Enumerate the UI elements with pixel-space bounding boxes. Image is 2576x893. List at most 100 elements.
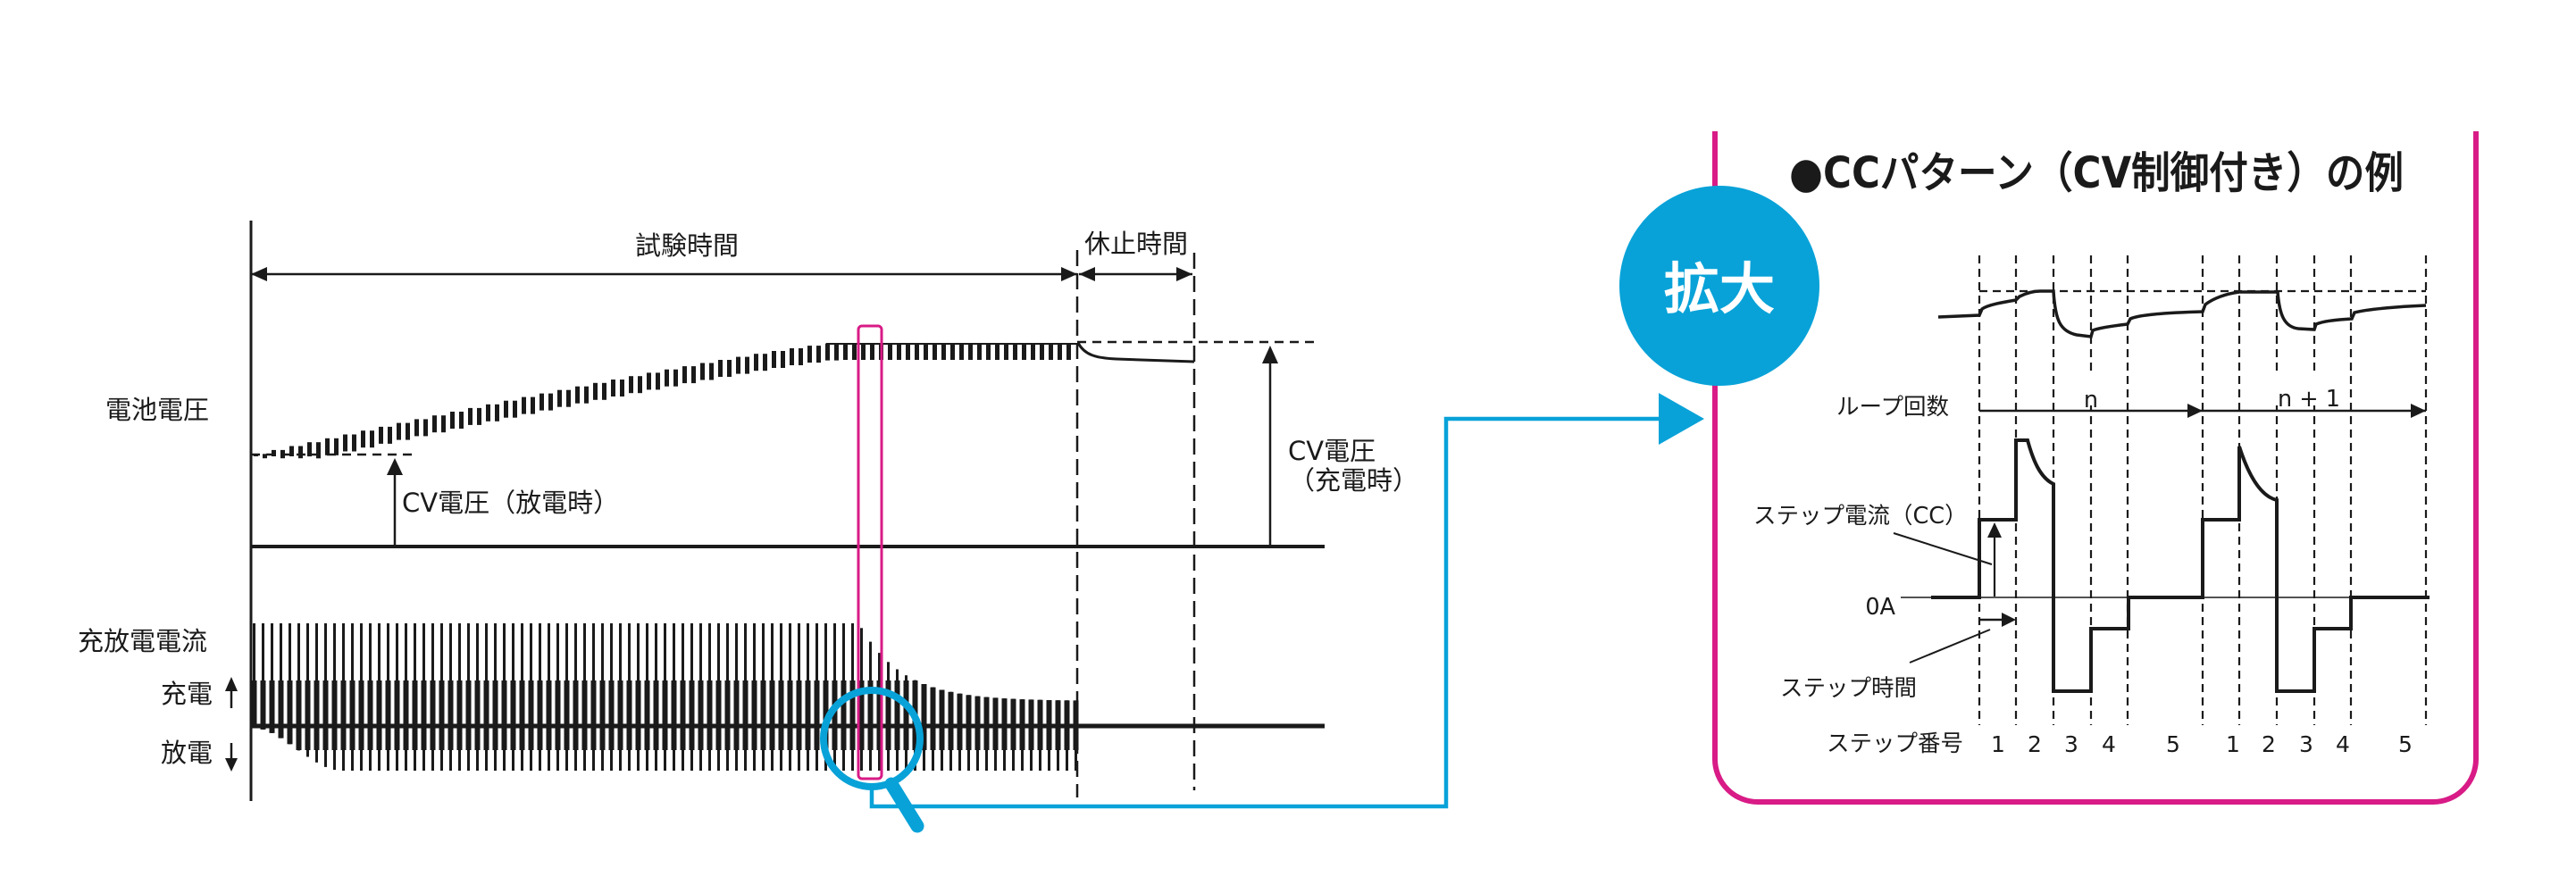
discharge-label: 放電	[161, 738, 213, 768]
loop-n-label-background	[2055, 375, 2125, 405]
current-pulse-step	[662, 680, 668, 750]
voltage-pulse	[718, 360, 723, 377]
loop-n1-label-background	[2270, 375, 2345, 405]
rest-time-label: 休止時間	[1084, 229, 1188, 259]
voltage-pulse	[682, 366, 687, 384]
current-pulse-spike	[253, 623, 255, 729]
step-number: 1	[2226, 731, 2240, 757]
voltage-pulse	[459, 412, 464, 429]
detail-panel-frame	[1712, 131, 2479, 805]
test-time-arrowhead-left	[251, 267, 267, 281]
current-pulse-step	[492, 680, 498, 750]
voltage-pulse	[611, 380, 615, 396]
current-pulse-step	[885, 680, 891, 750]
voltage-pulse	[700, 363, 705, 380]
voltage-pulse	[1022, 343, 1026, 360]
current-pulse-step	[760, 680, 766, 750]
voltage-pulse	[816, 346, 821, 363]
step-number: 4	[2336, 731, 2350, 757]
current-pulse-step	[483, 680, 489, 750]
voltage-pulse	[584, 386, 589, 404]
loop-n1-label: n + 1	[2278, 386, 2340, 413]
voltage-pulse	[709, 363, 714, 380]
voltage-pulse	[334, 438, 339, 455]
rest-voltage-relaxation-curve	[1076, 342, 1195, 363]
voltage-pulse	[861, 343, 866, 360]
voltage-pulse	[289, 446, 294, 456]
current-pulse-step	[689, 680, 695, 750]
current-pulse-step	[707, 680, 713, 750]
detail-panel-title: ●CCパターン（CV制御付き）の例	[1789, 148, 2404, 198]
step-boundaries	[1978, 255, 2428, 725]
current-pulse-step	[278, 680, 284, 739]
current-pulse-step	[340, 680, 347, 750]
voltage-pulse	[531, 396, 535, 414]
voltage-pulse	[870, 343, 874, 360]
voltage-pulse	[647, 372, 651, 390]
voltage-pulse	[620, 380, 624, 396]
current-pulse-step	[671, 680, 677, 750]
voltage-pulse	[1049, 343, 1053, 360]
current-pulse-step	[447, 680, 454, 750]
voltage-pulse	[263, 454, 267, 459]
voltage-pulse	[486, 404, 490, 421]
voltage-pulse	[593, 382, 598, 400]
voltage-pulse	[468, 407, 473, 425]
charge-label: 充電	[161, 679, 213, 709]
step-current-arrowhead	[1987, 522, 2002, 538]
current-pulse-step	[581, 680, 588, 750]
battery-voltage-label: 電池電圧	[105, 395, 209, 425]
voltage-pulse	[388, 426, 392, 444]
current-pulse-step	[528, 680, 534, 750]
voltage-pulse	[406, 422, 410, 440]
voltage-pulse	[665, 369, 669, 387]
step-number: 5	[2166, 731, 2180, 757]
current-pulse-step	[260, 680, 266, 730]
current-pulse-step	[367, 680, 373, 750]
current-pulse-step	[715, 680, 722, 750]
step-number-row: 1 2 3 4 5 1 2 3 4 5	[1991, 731, 2413, 757]
current-pulse-spike	[262, 623, 264, 730]
current-pulse-step	[832, 680, 838, 750]
voltage-pulse	[298, 446, 303, 459]
loop-n-label: n	[2084, 387, 2098, 413]
detail-voltage-curve	[1937, 289, 2427, 338]
test-time-arrowhead-right	[1061, 267, 1077, 281]
voltage-pulse	[807, 346, 812, 363]
voltage-pulse	[691, 366, 696, 384]
cv-charge-label-line2: （充電時）	[1289, 465, 1418, 496]
current-pulse-step	[296, 680, 302, 750]
current-pulse-step	[778, 680, 784, 750]
voltage-pulse	[450, 412, 455, 429]
voltage-pulse	[763, 354, 767, 371]
voltage-pulse	[522, 396, 526, 414]
voltage-pulse	[959, 343, 964, 360]
voltage-pulse	[272, 449, 276, 456]
zoom-connector-arrowhead	[1659, 393, 1704, 445]
current-pulse-step	[680, 680, 686, 750]
step-time-leader-line	[1909, 629, 1991, 663]
voltage-pulse	[968, 343, 973, 360]
current-pulse-step	[626, 680, 632, 750]
step-number: 2	[2262, 731, 2276, 757]
step-current-label: ステップ電流（CC）	[1753, 503, 1968, 530]
voltage-pulse	[316, 442, 321, 459]
zoom-badge-circle	[1619, 186, 1819, 386]
voltage-pulse	[825, 343, 830, 361]
voltage-pulse	[673, 369, 678, 387]
current-pulse-step	[555, 680, 561, 750]
current-pulse-step	[573, 680, 579, 750]
voltage-pulse	[1040, 343, 1044, 360]
voltage-pulse	[423, 419, 428, 437]
magnifier-lens	[820, 687, 924, 790]
zoom-badge: 拡大	[1619, 186, 1819, 386]
current-pulse-step	[421, 680, 427, 750]
current-pulse-step	[412, 680, 418, 750]
current-pulse-step	[403, 680, 409, 750]
current-pulse-step	[939, 689, 945, 750]
voltage-pulse	[906, 343, 910, 360]
voltage-pulse	[924, 343, 928, 360]
current-pulse-step	[510, 680, 516, 750]
voltage-pulse	[629, 376, 633, 394]
voltage-pulse	[361, 430, 365, 448]
